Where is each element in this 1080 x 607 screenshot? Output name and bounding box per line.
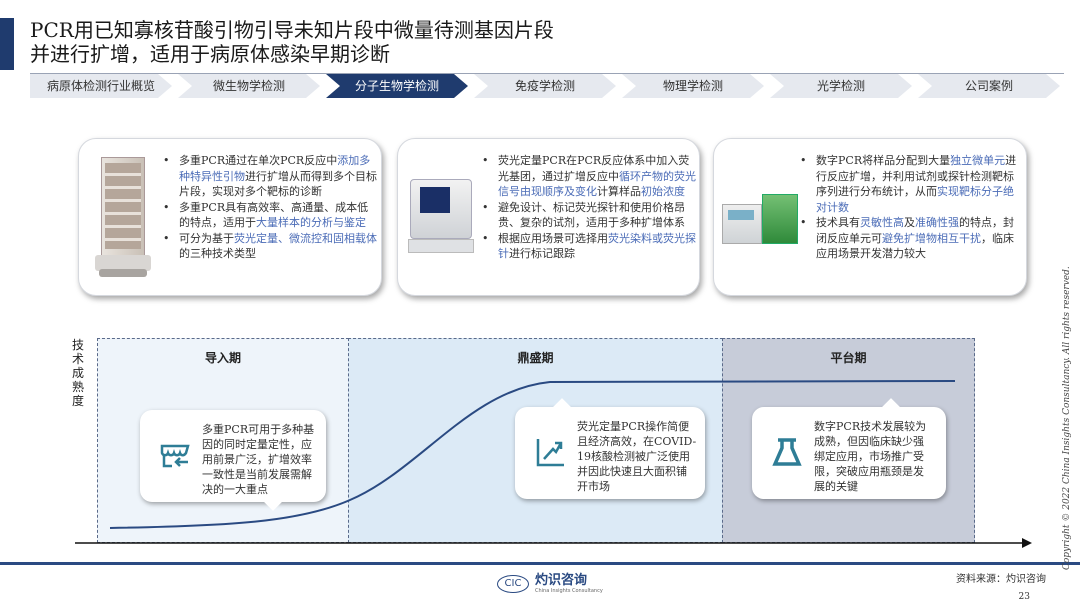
bullet-item: 可分为基于荧光定量、微流控和固相载体的三种技术类型 <box>161 231 379 262</box>
footer-divider <box>0 562 1080 565</box>
title-line-2: 并进行扩增，适用于病原体感染早期诊断 <box>30 42 390 66</box>
highlighted-text: 循环产物的荧光信号由现顺序及变化 <box>498 169 696 199</box>
callout-text: 多重PCR可用于多种基因的同时定量定性，应用前景广泛，扩增效率一致性是当前发展需… <box>202 423 315 496</box>
text-segment: 多重PCR具有高效率、高通量、成本低的特点，适用于 <box>179 200 369 230</box>
nav-tab-5[interactable]: 物理学检测 <box>622 74 764 98</box>
text-segment: 避免设计、标记荧光探针和使用价格昂贵、复杂的试剂，适用于多种扩增体系 <box>498 200 685 230</box>
highlighted-text: 大量样本的分析与鉴定 <box>256 216 366 229</box>
text-segment: 根据应用场景可选择用 <box>498 231 608 245</box>
highlighted-text: 准确性强 <box>915 216 959 229</box>
copyright-notice: Copyright © 2022 China Insights Consulta… <box>1062 266 1072 570</box>
text-segment: 进行标记跟踪 <box>509 247 575 260</box>
text-segment: 及 <box>904 216 915 229</box>
callout-text: 荧光定量PCR操作简便且经济高效，在COVID-19核酸检测被广泛使用并因此快速… <box>577 420 697 493</box>
title-accent-bar <box>0 18 14 70</box>
logo-mark: CIC <box>497 575 529 593</box>
page-number: 23 <box>1018 592 1030 602</box>
page-title: PCR用已知寡核苷酸引物引导未知片段中微量待测基因片段 并进行扩增，适用于病原体… <box>30 18 554 66</box>
bullet-item: 多重PCR通过在单次PCR反应中添加多种特异性引物进行扩增从而得到多个目标片段，… <box>161 153 379 200</box>
highlighted-text: 实现靶标分子绝对计数 <box>816 185 1014 214</box>
title-line-1: PCR用已知寡核苷酸引物引导未知片段中微量待测基因片段 <box>30 18 554 42</box>
text-segment: 数字PCR将样品分配到大量 <box>816 154 951 167</box>
highlighted-text: 灵敏性高 <box>860 216 904 229</box>
text-segment: 的特点，封闭反应单元可 <box>816 216 1014 245</box>
phase-label: 鼎盛期 <box>517 351 554 365</box>
bullet-item: 数字PCR将样品分配到大量独立微单元进行反应扩增，并利用试剂或探针检测靶标序列进… <box>798 153 1024 215</box>
nav-tab-4[interactable]: 免疫学检测 <box>474 74 616 98</box>
y-axis-label: 技术成熟度 <box>72 338 85 408</box>
phase-label: 导入期 <box>204 351 241 365</box>
callout-text: 数字PCR技术发展较为成熟，但因临床缺少强绑定应用，市场推广受限，突破应用瓶颈是… <box>814 420 927 493</box>
digital-pcr-instrument-illustration <box>722 184 802 254</box>
bullet-item: 荧光定量PCR在PCR反应体系中加入荧光基团，通过扩增反应中循环产物的荧光信号由… <box>480 153 696 200</box>
bullet-item: 根据应用场景可选择用荧光染料或荧光探针进行标记跟踪 <box>480 231 696 262</box>
nav-tab-6[interactable]: 光学检测 <box>770 74 912 98</box>
multiplex-pcr-device-illustration <box>95 157 151 282</box>
store-return-icon <box>160 444 190 468</box>
highlighted-text: 荧光定量、微流控和固相载体 <box>234 231 377 245</box>
highlighted-text: 避免扩增物相互干扰 <box>882 231 981 245</box>
text-segment: 计算样品 <box>597 185 641 198</box>
bullet-item: 多重PCR具有高效率、高通量、成本低的特点，适用于大量样本的分析与鉴定 <box>161 200 379 231</box>
callout-peak: 荧光定量PCR操作简便且经济高效，在COVID-19核酸检测被广泛使用并因此快速… <box>515 398 705 499</box>
card-bullets: 荧光定量PCR在PCR反应体系中加入荧光基团，通过扩增反应中循环产物的荧光信号由… <box>480 153 696 262</box>
nav-tab-7[interactable]: 公司案例 <box>918 74 1060 98</box>
cic-logo: CIC 灼识咨询 China Insights Consultancy <box>497 574 603 594</box>
text-segment: ，临床应用场景开发潜力较大 <box>816 231 1014 261</box>
highlighted-text: 初始浓度 <box>641 185 685 198</box>
callout-plateau: 数字PCR技术发展较为成熟，但因临床缺少强绑定应用，市场推广受限，突破应用瓶颈是… <box>752 398 946 499</box>
source-note: 资料来源：灼识咨询 <box>956 574 1046 585</box>
text-segment: 荧光定量PCR在PCR反应体系中加入荧光基团，通过扩增反应中 <box>498 154 690 183</box>
phase-label: 平台期 <box>830 351 867 365</box>
card-qpcr: 荧光定量PCR在PCR反应体系中加入荧光基团，通过扩增反应中循环产物的荧光信号由… <box>397 138 700 296</box>
bullet-item: 技术具有灵敏性高及准确性强的特点，封闭反应单元可避免扩增物相互干扰，临床应用场景… <box>798 215 1024 262</box>
highlighted-text: 荧光染料或荧光探针 <box>498 231 696 261</box>
logo-cn: 灼识咨询 <box>535 573 588 588</box>
section-nav: 病原体检测行业概览微生物学检测分子生物学检测免疫学检测物理学检测光学检测公司案例 <box>30 74 1064 98</box>
text-segment: 技术具有 <box>816 216 860 229</box>
bullet-item: 避免设计、标记荧光探针和使用价格昂贵、复杂的试剂，适用于多种扩增体系 <box>480 200 696 231</box>
logo-en: China Insights Consultancy <box>535 588 603 594</box>
nav-tab-2[interactable]: 微生物学检测 <box>178 74 320 98</box>
card-multiplex-pcr: 多重PCR通过在单次PCR反应中添加多种特异性引物进行扩增从而得到多个目标片段，… <box>78 138 382 296</box>
nav-tab-3[interactable]: 分子生物学检测 <box>326 74 468 98</box>
highlighted-text: 添加多种特异性引物 <box>179 154 371 183</box>
qpcr-instrument-illustration <box>408 179 478 259</box>
text-segment: 进行扩增从而得到多个目标片段，实现对多个靶标的诊断 <box>179 169 377 199</box>
card-bullets: 数字PCR将样品分配到大量独立微单元进行反应扩增，并利用试剂或探针检测靶标序列进… <box>798 153 1024 262</box>
nav-divider <box>30 73 1064 74</box>
text-segment: 多重PCR通过在单次PCR反应中 <box>179 154 338 167</box>
x-axis-arrow <box>1022 538 1032 548</box>
nav-tab-1[interactable]: 病原体检测行业概览 <box>30 74 172 98</box>
text-segment: 进行反应扩增，并利用试剂或探针检测靶标序列进行分布统计，从而 <box>816 154 1017 198</box>
flask-icon <box>772 438 802 466</box>
text-segment: 可分为基于 <box>179 231 234 245</box>
callout-introduction: 多重PCR可用于多种基因的同时定量定性，应用前景广泛，扩增效率一致性是当前发展需… <box>140 410 326 511</box>
card-bullets: 多重PCR通过在单次PCR反应中添加多种特异性引物进行扩增从而得到多个目标片段，… <box>161 153 379 262</box>
highlighted-text: 独立微单元 <box>950 154 1006 167</box>
text-segment: 的三种技术类型 <box>179 247 256 260</box>
card-digital-pcr: 数字PCR将样品分配到大量独立微单元进行反应扩增，并利用试剂或探针检测靶标序列进… <box>713 138 1027 296</box>
growth-chart-icon <box>536 439 564 467</box>
